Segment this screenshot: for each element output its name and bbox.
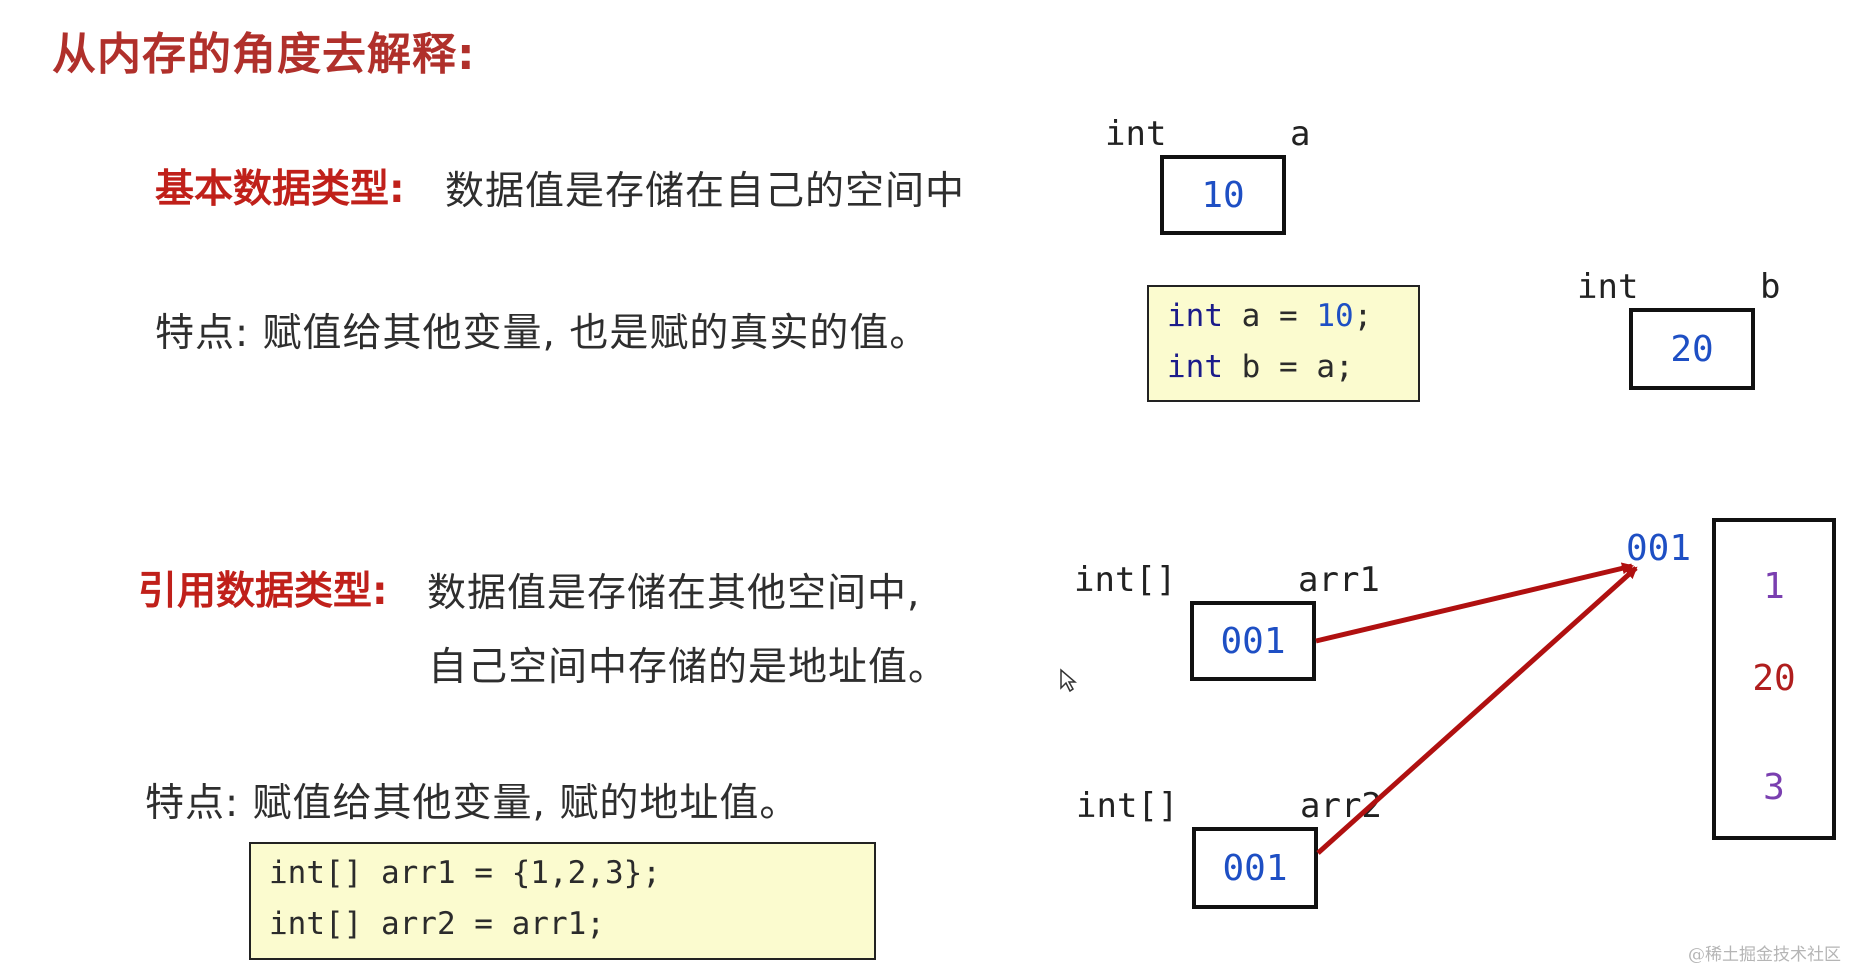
arrow-arr2-to-heap xyxy=(1316,566,1638,855)
heap-value-0: 1 xyxy=(1763,566,1785,607)
primitive-code-line-2: int b = a; xyxy=(1167,349,1354,385)
var-b-value: 20 xyxy=(1670,328,1714,370)
reference-code-block: int[] arr1 = {1,2,3}; int[] arr2 = arr1; xyxy=(249,842,876,960)
reference-description-line-1: 数据值是存储在其他空间中, xyxy=(427,571,921,616)
primitive-heading: 基本数据类型: xyxy=(155,167,405,212)
mouse-cursor-icon xyxy=(1060,668,1077,693)
var-arr1-name: arr1 xyxy=(1298,560,1380,600)
var-b-box: 20 xyxy=(1629,308,1755,390)
primitive-code-block: int a = 10; int b = a; xyxy=(1147,285,1420,402)
var-arr1-value: 001 xyxy=(1220,620,1286,662)
reference-feature: 特点: 赋值给其他变量, 赋的地址值。 xyxy=(145,781,800,826)
var-a-type: int xyxy=(1105,114,1167,154)
var-a-value: 10 xyxy=(1201,174,1245,216)
primitive-description: 数据值是存储在自己的空间中 xyxy=(445,169,966,214)
primitive-code-line-1: int a = 10; xyxy=(1167,298,1373,334)
arrow-arr1-to-heap xyxy=(1315,562,1634,644)
var-arr1-type: int[] xyxy=(1074,560,1177,600)
var-arr2-value: 001 xyxy=(1222,847,1288,889)
heap-value-2: 3 xyxy=(1763,767,1785,808)
var-arr2-box: 001 xyxy=(1192,827,1318,909)
var-a-name: a xyxy=(1290,114,1311,154)
heap-value-1: 20 xyxy=(1752,658,1796,699)
watermark: @稀土掘金技术社区 xyxy=(1688,945,1841,965)
var-b-name: b xyxy=(1760,267,1781,307)
reference-heading: 引用数据类型: xyxy=(138,569,388,614)
reference-code-line-2: int[] arr2 = arr1; xyxy=(269,906,605,942)
var-arr1-box: 001 xyxy=(1190,601,1316,681)
var-arr2-type: int[] xyxy=(1076,786,1179,826)
page-title: 从内存的角度去解释: xyxy=(52,29,476,80)
var-b-type: int xyxy=(1577,267,1639,307)
var-a-box: 10 xyxy=(1160,155,1286,235)
primitive-feature: 特点: 赋值给其他变量, 也是赋的真实的值。 xyxy=(155,311,930,356)
reference-description-line-2: 自己空间中存储的是地址值。 xyxy=(428,645,949,690)
heap-array-box: 1 20 3 xyxy=(1712,518,1836,840)
heap-address: 001 xyxy=(1626,528,1692,569)
reference-code-line-1: int[] arr1 = {1,2,3}; xyxy=(269,855,661,891)
